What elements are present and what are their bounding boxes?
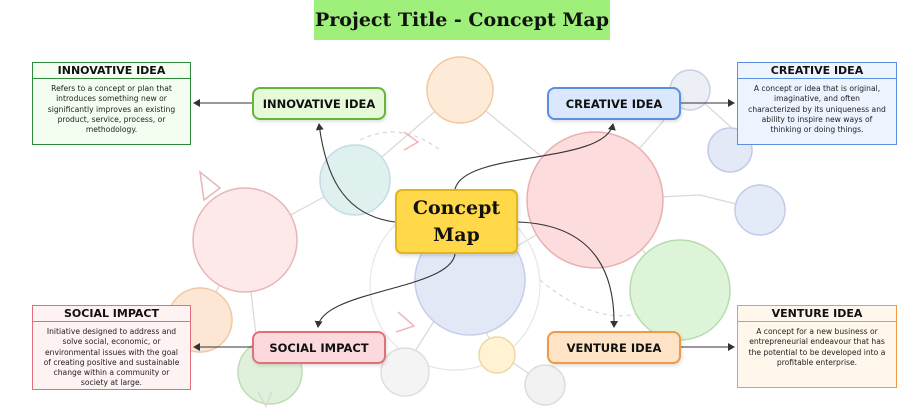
card-description: A concept for a new business or entrepre… [748, 327, 886, 367]
card-heading: SOCIAL IMPACT [33, 306, 190, 322]
connector-center-to-social [314, 253, 456, 328]
card-heading: CREATIVE IDEA [738, 63, 896, 79]
creative-idea-card: CREATIVE IDEA A concept or idea that is … [737, 62, 897, 145]
card-description: A concept or idea that is original, imag… [748, 84, 886, 135]
innovative-idea-node: INNOVATIVE IDEA [252, 87, 386, 120]
connector-center-to-innovative [315, 123, 396, 223]
page-title: Project Title - Concept Map [314, 0, 610, 40]
card-heading: INNOVATIVE IDEA [33, 63, 190, 79]
central-concept-node: Concept Map [395, 189, 518, 254]
venture-idea-card: VENTURE IDEA A concept for a new busines… [737, 305, 897, 388]
creative-idea-node: CREATIVE IDEA [547, 87, 681, 120]
venture-idea-node: VENTURE IDEA [547, 331, 681, 364]
card-description: Initiative designed to address and solve… [43, 327, 180, 388]
social-impact-node: SOCIAL IMPACT [252, 331, 386, 364]
social-impact-card: SOCIAL IMPACT Initiative designed to add… [32, 305, 191, 390]
connector-center-to-creative [454, 123, 616, 190]
card-heading: VENTURE IDEA [738, 306, 896, 322]
connector-center-to-venture [517, 221, 619, 328]
innovative-idea-card: INNOVATIVE IDEA Refers to a concept or p… [32, 62, 191, 145]
card-description: Refers to a concept or plan that introdu… [47, 84, 176, 135]
